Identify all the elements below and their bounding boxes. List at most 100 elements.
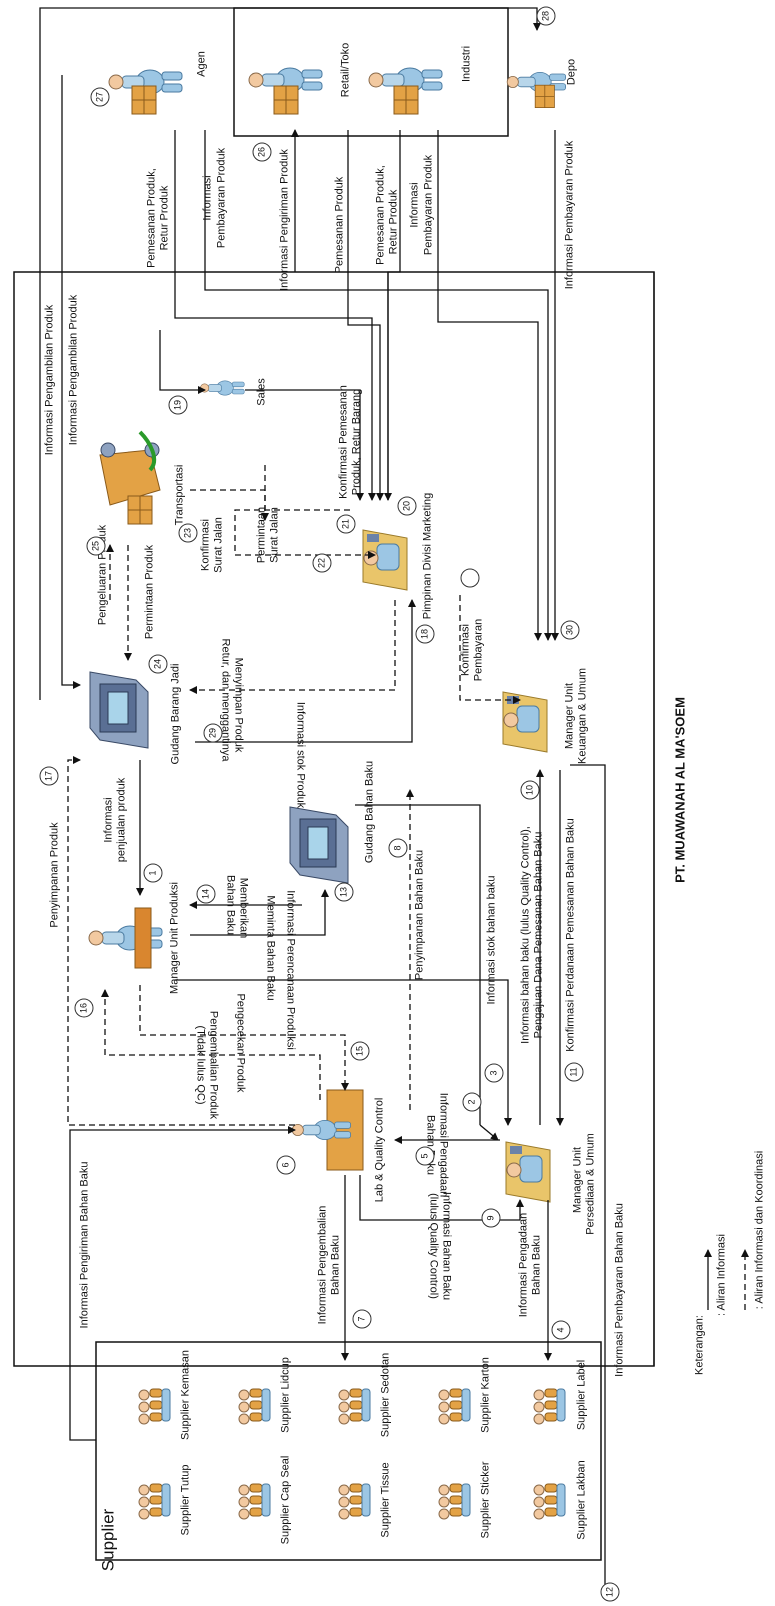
- flow-label: Konfirmasi Pemesanan: [337, 385, 350, 499]
- step-number: 24: [148, 654, 168, 674]
- actor-mgr-keuangan-2: Keuangan & Umum: [576, 668, 589, 764]
- flow-label: Konfirmasi Perdanaan Pemesanan Bahan Bak…: [564, 818, 577, 1052]
- flow-label: Pemesanan Produk,: [374, 165, 387, 265]
- flow-label: Informasi: [102, 797, 115, 843]
- flow-label: Informasi Perencanaan Produksi: [284, 890, 297, 1050]
- legend-solid-label: : Aliran Informasi: [715, 1234, 728, 1316]
- flow-label: Informasi Pengambilan Produk: [67, 294, 80, 446]
- flow-label: Informasi Pengembalian: [316, 1205, 329, 1325]
- flow-label: Memberikan: [237, 877, 250, 939]
- step-number: 30: [560, 620, 580, 640]
- actor-mgr-persediaan-1: Manager Unit: [571, 1146, 584, 1214]
- flow-label: (Tidak lulus QC): [194, 1025, 207, 1105]
- supplier-item: Supplier Kemasan: [179, 1350, 192, 1440]
- flow-label: Informasi Pembayaran Produk: [563, 140, 576, 290]
- marketing-icon: [362, 529, 408, 591]
- step-number: 11: [564, 1062, 584, 1082]
- supplier-item: Supplier Sticker: [479, 1461, 492, 1539]
- actor-mgr-produksi: Manager Unit Produksi: [168, 882, 181, 994]
- step-number: 26: [252, 142, 272, 162]
- flow-label: Pengembalian Produk: [207, 1010, 220, 1120]
- supplier-item: Supplier Sedotan: [379, 1352, 392, 1438]
- step-number: 28: [536, 6, 556, 26]
- step-number: 21: [336, 514, 356, 534]
- flow-label: Pembayaran Produk: [422, 154, 435, 256]
- supplier-item: Supplier Lidcup: [279, 1357, 292, 1433]
- mgr-produksi-icon: [88, 907, 163, 969]
- flow-label: Informasi Pembayaran Bahan Baku: [613, 1203, 626, 1377]
- flow-label: Produk, Retur Barang: [350, 388, 363, 496]
- step-number: 29: [203, 723, 223, 743]
- actor-gudang-jadi: Gudang Barang Jadi: [169, 663, 182, 765]
- supplier-title: Supplier: [98, 1508, 118, 1572]
- step-number: 17: [39, 766, 59, 786]
- flow-label: (lulus Quality Control): [427, 1193, 440, 1299]
- flow-label: Konfirmasi: [459, 624, 472, 676]
- industri-icon: [368, 67, 443, 115]
- step-number: 2: [462, 1092, 482, 1112]
- legend-lines: [704, 1249, 749, 1310]
- step-number: 1: [143, 863, 163, 883]
- flow-label: Pembayaran Produk: [215, 147, 228, 249]
- flow-label: Informasi: [408, 182, 421, 228]
- flow-label: Informasi Pengadaan: [517, 1212, 530, 1318]
- step-number: 5: [415, 1146, 435, 1166]
- flow-label: Pemesanan Produk,: [145, 168, 158, 268]
- sales-icon: [200, 380, 245, 396]
- step-number: 27: [90, 87, 110, 107]
- flow-label: Retur Produk: [387, 189, 400, 255]
- step-number: 8: [388, 838, 408, 858]
- step-number: 12: [600, 1582, 620, 1602]
- agen-icon: [108, 69, 183, 115]
- actor-lab-qc: Lab & Quality Control: [373, 1097, 386, 1203]
- actor-gudang-baku: Gudang Bahan Baku: [363, 760, 376, 864]
- step-number: 9: [481, 1208, 501, 1228]
- flow-label: Penyimpanan Produk: [48, 822, 61, 928]
- flow-label: Pemesanan Produk: [333, 176, 346, 274]
- legend-title: Keterangan:: [693, 1315, 706, 1375]
- flow-label: Konfirmasi: [199, 519, 212, 571]
- mgr-persediaan-icon: [505, 1141, 551, 1203]
- supplier-item: Supplier Karton: [479, 1357, 492, 1433]
- step-number: 15: [350, 1041, 370, 1061]
- step-number: 14: [196, 884, 216, 904]
- flow-label: Bahan Baku: [329, 1235, 342, 1295]
- actor-agen: Agen: [195, 51, 208, 77]
- flow-label: Informasi Pengiriman Produk: [278, 149, 291, 291]
- flow-label: Pengajuan Dana Pemesanan Bahan Baku: [532, 831, 545, 1039]
- step-number: 13: [334, 882, 354, 902]
- flow-label: Menyimpan Produk: [232, 657, 245, 753]
- supplier-crowds-icon: [138, 1388, 566, 1520]
- flow-label: Retur, dan menggantinya: [219, 638, 232, 762]
- actor-marketing: Pimpinan Divisi Marketing: [421, 492, 434, 620]
- step-number: 20: [397, 496, 417, 516]
- flow-label: Informasi stok Produk: [294, 701, 307, 809]
- supplier-item: Supplier Tutup: [179, 1464, 192, 1536]
- flow-label: Informasi Pengambilan Produk: [43, 304, 56, 456]
- depo-icon: [506, 72, 566, 108]
- step-number: 6: [276, 1155, 296, 1175]
- flow-label: Pembayaran: [472, 618, 485, 682]
- supplier-item: Supplier Label: [575, 1359, 588, 1431]
- company-title: PT. MUAWANAH AL MA'SOEM: [672, 697, 688, 883]
- step-number: 19: [168, 395, 188, 415]
- actor-retail: Retail/Toko: [339, 42, 352, 98]
- retail-icon: [248, 67, 323, 115]
- flow-label: Informasi Pengiriman Bahan Baku: [78, 1161, 91, 1329]
- solid-flows: [39, 7, 655, 1586]
- supplier-item: Supplier Lakban: [575, 1460, 588, 1540]
- step-number: 25: [86, 536, 106, 556]
- step-number: 18: [415, 624, 435, 644]
- gudang-jadi-icon: [89, 671, 149, 749]
- actor-depo: Depo: [565, 58, 578, 86]
- flow-label: penjualan produk: [115, 777, 128, 863]
- flow-label: Informasi Pengadaan: [437, 1092, 450, 1198]
- mgr-keuangan-icon: [502, 691, 548, 753]
- flow-label: Bahan Baku: [424, 1115, 437, 1175]
- flow-label: Pengecekan Produk: [234, 993, 247, 1093]
- step-number: 4: [551, 1320, 571, 1340]
- flow-label: Penyimpanan Bahan Baku: [413, 849, 426, 981]
- supplier-item: Supplier Tissue: [379, 1462, 392, 1538]
- supplier-box: [95, 1341, 602, 1561]
- actor-transportasi: Transportasi: [173, 464, 186, 526]
